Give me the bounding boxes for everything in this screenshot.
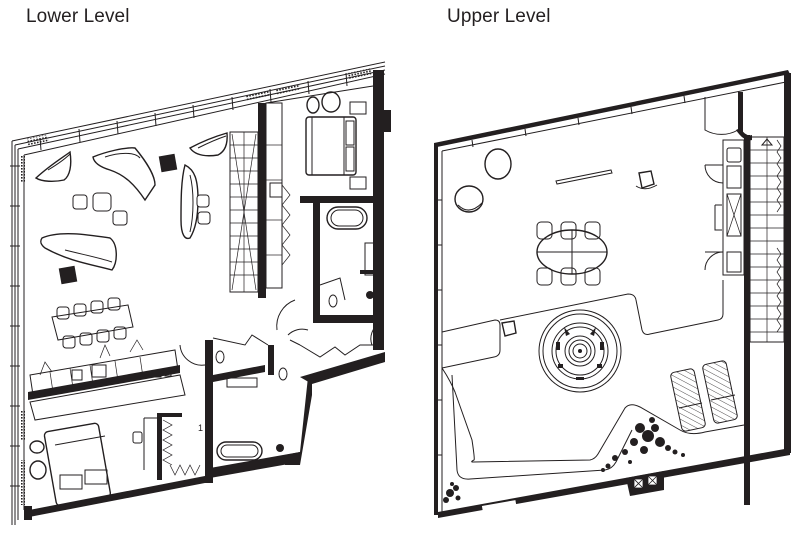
lower-dining-table — [51, 297, 134, 349]
upper-staircase — [744, 135, 785, 505]
upper-sun-loungers — [670, 360, 738, 432]
upper-south-wall — [438, 448, 790, 518]
lower-wardrobe-strip — [265, 102, 291, 289]
upper-east-wall — [784, 73, 791, 453]
lower-level-plan: 1 — [10, 61, 391, 525]
lower-staircase — [229, 108, 266, 298]
upper-lounge-furniture — [454, 148, 658, 213]
lower-entry-doors — [179, 299, 381, 366]
double-bed — [43, 422, 112, 507]
upper-level-plan — [434, 70, 791, 518]
lower-walk-in-closet — [157, 413, 201, 480]
sofa — [180, 163, 199, 240]
lower-kitchen — [28, 339, 186, 421]
sink — [215, 350, 225, 364]
toilet — [278, 367, 288, 381]
armchair — [29, 460, 47, 480]
lower-master-bathroom — [313, 199, 383, 323]
sofa — [34, 150, 72, 183]
sofa — [92, 147, 156, 202]
upper-planter-greenery — [443, 417, 685, 503]
lounge-chair — [638, 170, 655, 189]
bathtub — [216, 441, 263, 461]
lower-second-bedroom — [29, 417, 157, 507]
upper-level-title: Upper Level — [447, 6, 551, 27]
sofa — [40, 233, 117, 271]
column — [58, 265, 78, 285]
lower-master-bedroom — [258, 85, 374, 203]
lower-living-area — [34, 132, 228, 285]
upper-north-wall — [434, 70, 790, 147]
lower-east-wall — [373, 70, 384, 350]
upper-hot-tub — [538, 309, 622, 393]
ottoman — [72, 194, 88, 210]
sink — [726, 147, 742, 163]
lounge-chair — [501, 320, 517, 337]
lower-level-title: Lower Level — [26, 6, 130, 27]
column — [158, 153, 178, 173]
double-bed — [305, 116, 357, 176]
lower-facade — [10, 61, 386, 525]
upper-kitchenette — [704, 92, 752, 276]
annotation-label: 1 — [198, 423, 203, 433]
upper-vent-box — [626, 471, 664, 496]
upper-west-wall — [434, 143, 438, 515]
lower-south-wall — [24, 475, 210, 518]
toilet — [328, 294, 338, 308]
bathtub — [326, 206, 368, 230]
armchair — [306, 96, 320, 114]
upper-dining-table — [536, 221, 608, 286]
bench — [555, 169, 613, 185]
lower-second-bathroom: 1 — [198, 334, 288, 483]
round-pouf — [484, 148, 512, 180]
desk-chair — [132, 431, 143, 444]
upper-terrace-deck — [441, 280, 745, 480]
